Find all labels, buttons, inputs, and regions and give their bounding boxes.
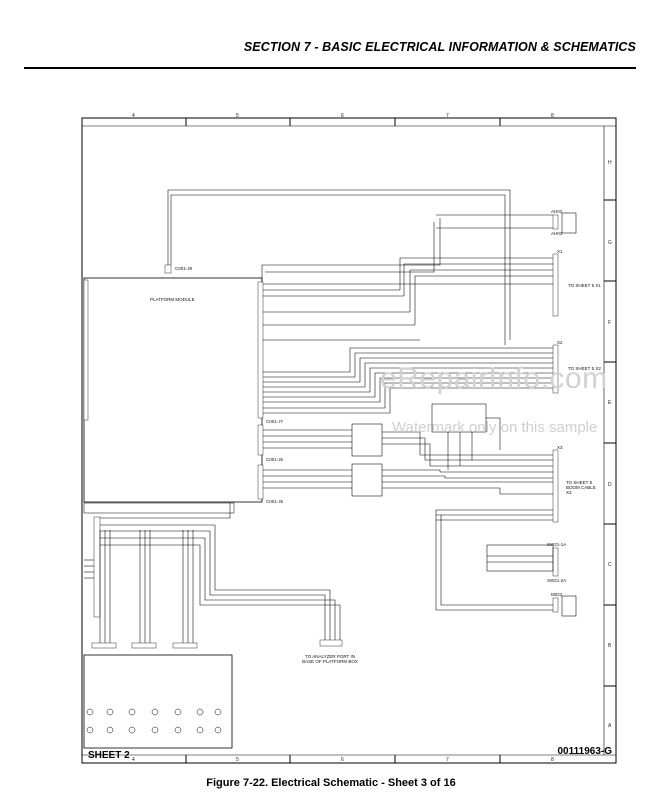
connector-c001-j5: C001-J5 bbox=[266, 499, 284, 504]
watermark-sub: Watermark only on this sample bbox=[392, 419, 598, 436]
connector-ah02: AH02 bbox=[551, 209, 563, 214]
column-label-4: 4 bbox=[132, 113, 135, 119]
connector-c001-j6: C001-J6 bbox=[266, 457, 284, 462]
connector-sw21-1a: SW21-1A bbox=[547, 542, 567, 547]
connector-c001-j8: C001-J8 bbox=[175, 266, 193, 271]
header-rule bbox=[24, 67, 636, 69]
column-label-6-bottom: 6 bbox=[341, 757, 344, 763]
connector-sw21-2a: SW21-2A bbox=[547, 578, 567, 583]
figure-caption: Figure 7-22. Electrical Schematic - Shee… bbox=[206, 777, 456, 789]
note-to-analyzer: TO ANALYZER PORT IN BASE OF PLATFORM BOX bbox=[302, 654, 358, 664]
drawing-number: 00111963-G bbox=[557, 746, 613, 757]
column-label-7-bottom: 7 bbox=[446, 757, 449, 763]
row-label-g: G bbox=[608, 240, 612, 246]
column-label-4-bottom: 4 bbox=[132, 757, 135, 763]
row-label-d: D bbox=[608, 482, 612, 488]
column-label-5: 5 bbox=[236, 113, 239, 119]
connector-x3: X3 bbox=[557, 445, 563, 450]
row-label-h: H bbox=[608, 160, 612, 166]
row-label-f: F bbox=[608, 320, 612, 326]
row-label-a: A bbox=[608, 723, 612, 729]
sheet-label: SHEET 2 bbox=[88, 750, 130, 761]
connector-c001-j7: C001-J7 bbox=[266, 419, 284, 424]
column-label-8-bottom: 8 bbox=[551, 757, 554, 763]
note-to-sheet-5-x1: TO SHEET 5 X1 bbox=[568, 283, 601, 288]
column-label-7: 7 bbox=[446, 113, 449, 119]
row-label-e: E bbox=[608, 400, 612, 406]
note-to-sheet-5-x2: TO SHEET 5 X2 bbox=[568, 366, 601, 371]
connector-x1: X1 bbox=[557, 249, 563, 254]
row-label-c: C bbox=[608, 562, 612, 568]
watermark-main: eRepairInfo.com bbox=[380, 362, 608, 395]
connector-ah03: AH03 bbox=[551, 231, 563, 236]
page-header-title: SECTION 7 - BASIC ELECTRICAL INFORMATION… bbox=[243, 40, 636, 54]
column-label-8: 8 bbox=[551, 113, 554, 119]
connector-x2: X2 bbox=[557, 340, 563, 345]
column-label-5-bottom: 5 bbox=[236, 757, 239, 763]
column-label-6: 6 bbox=[341, 113, 344, 119]
row-label-b: B bbox=[608, 643, 612, 649]
platform-module-label: PLATFORM MODULE bbox=[150, 297, 195, 302]
note-to-sheet-5-boom: TO SHEET 5 BOOM CABLE X3 bbox=[566, 480, 596, 495]
connector-m022: M022 bbox=[551, 592, 563, 597]
